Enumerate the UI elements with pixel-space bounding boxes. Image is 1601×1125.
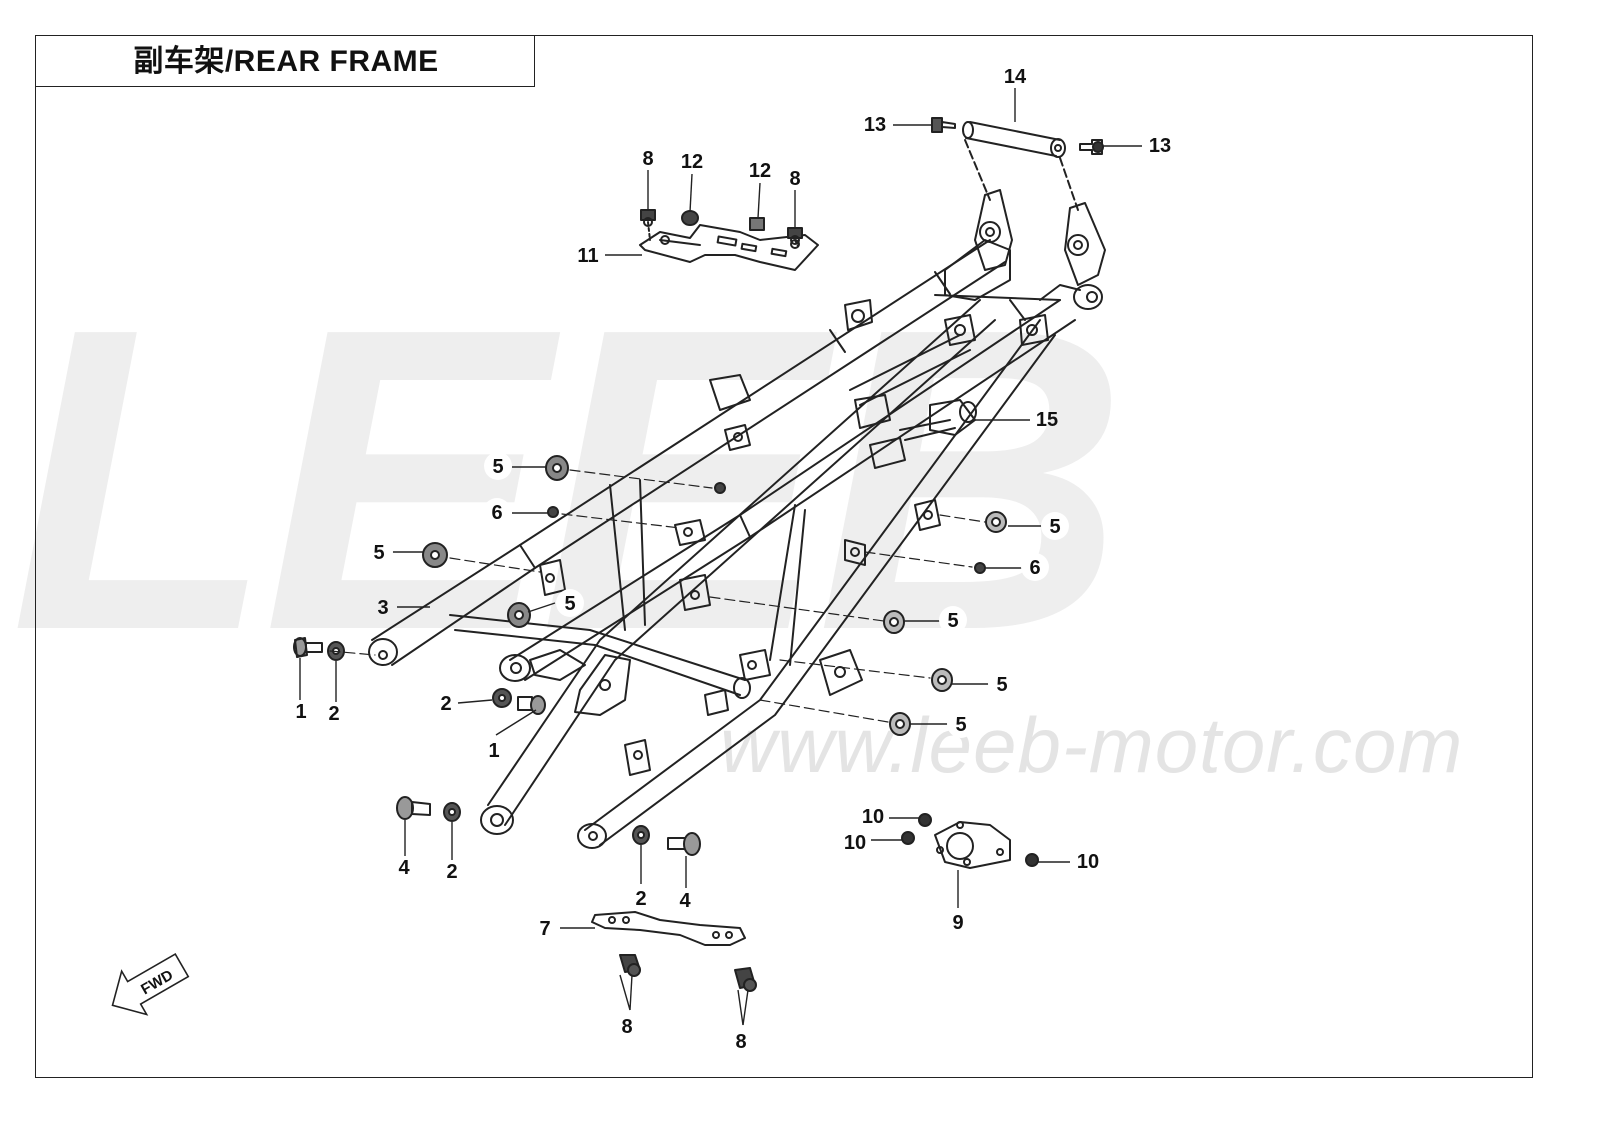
callout-background — [1041, 512, 1069, 540]
rear-mount-left — [944, 189, 1013, 301]
callout-background — [483, 498, 511, 526]
pivot-bracket-plates — [529, 649, 631, 716]
watermark-brand: LEEB — [10, 240, 1117, 720]
part-14-pin — [962, 121, 1079, 211]
callout-2: 2 — [446, 861, 457, 883]
callout-11: 11 — [577, 245, 598, 267]
callout-12: 12 — [681, 151, 703, 173]
title-box: 副车架/REAR FRAME — [35, 35, 535, 87]
callout-8: 8 — [789, 168, 800, 190]
fwd-arrow-icon: FWD — [111, 952, 190, 1016]
callout-9: 9 — [952, 912, 963, 934]
callout-5: 5 — [373, 542, 384, 564]
callout-5: 5 — [564, 593, 575, 615]
part-11-plate — [639, 221, 819, 271]
callout-1: 1 — [295, 701, 306, 723]
callout-15: 15 — [1036, 409, 1058, 431]
callout-background — [939, 606, 967, 634]
plate-fasteners — [640, 209, 803, 245]
callout-4: 4 — [398, 857, 410, 879]
callout-6: 6 — [491, 502, 502, 524]
callout-2: 2 — [635, 888, 646, 910]
upper-left-rail — [368, 239, 1006, 666]
callout-10: 10 — [862, 806, 884, 828]
callout-6: 6 — [1029, 557, 1040, 579]
callout-1: 1 — [488, 740, 499, 762]
callout-14: 14 — [1004, 66, 1027, 88]
callout-8: 8 — [735, 1031, 746, 1053]
watermark-website: www.leeb-motor.com — [720, 701, 1464, 789]
part-9-plate — [934, 821, 1011, 869]
part-13-bolts — [931, 117, 1104, 155]
alignment-lines — [329, 469, 986, 723]
callout-background — [365, 538, 393, 566]
rear-mount-right — [1039, 202, 1106, 310]
diagram-title: 副车架/REAR FRAME — [133, 45, 439, 78]
callout-8: 8 — [642, 148, 653, 170]
callout-5: 5 — [947, 610, 958, 632]
callout-10: 10 — [1077, 851, 1099, 873]
callout-7: 7 — [539, 918, 550, 940]
plate-7-bolts — [619, 954, 757, 992]
upper-right-rail — [499, 299, 1076, 682]
part-10-nuts — [901, 813, 1039, 867]
callout-background — [947, 710, 975, 738]
callout-5: 5 — [955, 714, 966, 736]
callout-2: 2 — [328, 703, 339, 725]
part-7-plate — [591, 911, 746, 946]
callout-background — [988, 670, 1016, 698]
callout-4: 4 — [679, 890, 691, 912]
callout-5: 5 — [492, 456, 503, 478]
cross-members — [449, 294, 1061, 699]
callout-2: 2 — [440, 693, 451, 715]
callout-background — [556, 589, 584, 617]
rail-brackets — [539, 299, 1049, 776]
leader-lines — [299, 88, 1142, 1026]
callout-10: 10 — [844, 832, 866, 854]
callout-8: 8 — [621, 1016, 632, 1038]
callout-3: 3 — [377, 597, 388, 619]
callout-12: 12 — [749, 160, 771, 182]
part-15-damper — [899, 399, 977, 441]
callout-background — [1021, 553, 1049, 581]
callout-5: 5 — [996, 674, 1007, 696]
bushings — [422, 455, 1007, 736]
callout-13: 13 — [864, 114, 886, 136]
lower-left-rail — [480, 299, 996, 835]
callout-background — [484, 452, 512, 480]
callout-5: 5 — [1049, 516, 1060, 538]
callout-13: 13 — [1149, 135, 1171, 157]
